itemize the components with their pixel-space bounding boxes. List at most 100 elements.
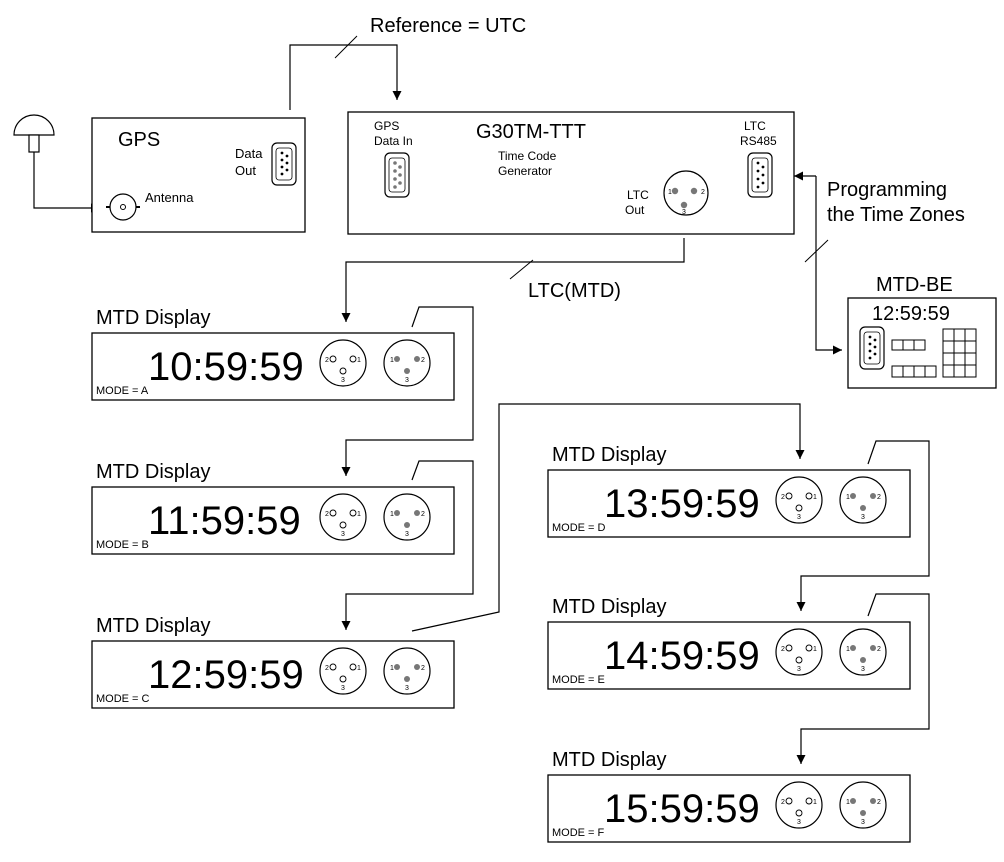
mtd-be-keypad-right [942, 328, 977, 378]
svg-text:2: 2 [877, 646, 881, 653]
mtd-display-mode: MODE = C [96, 693, 150, 705]
svg-text:1: 1 [813, 799, 817, 806]
svg-text:1: 1 [846, 799, 850, 806]
mtd-display-mode: MODE = B [96, 539, 149, 551]
svg-text:3: 3 [797, 819, 801, 826]
svg-text:2: 2 [325, 665, 329, 672]
gps-in-line2: Data In [374, 134, 413, 148]
mtd-be-title: MTD-BE [876, 274, 953, 296]
mtd-display-time: 10:59:59 [148, 345, 304, 389]
svg-text:3: 3 [405, 685, 409, 692]
rs485-db9-connector-icon [747, 152, 773, 198]
xlr-input-connector-icon: 1 2 3 [319, 647, 367, 695]
programming-wire [815, 176, 842, 355]
antenna-wire [33, 152, 100, 213]
antenna-icon [13, 114, 55, 153]
ltc-out-line1: LTC [627, 188, 649, 202]
svg-text:1: 1 [357, 511, 361, 518]
svg-text:1: 1 [668, 189, 672, 196]
ltc-wire [341, 238, 685, 322]
mtd-display-time: 12:59:59 [148, 653, 304, 697]
reference-wire [289, 44, 402, 110]
mtd-display-label: MTD Display [96, 461, 210, 483]
xlr-input-connector-icon: 1 2 3 [319, 339, 367, 387]
svg-text:1: 1 [390, 511, 394, 518]
svg-text:3: 3 [405, 531, 409, 538]
mtd-display-label: MTD Display [552, 596, 666, 618]
svg-text:3: 3 [341, 377, 345, 384]
svg-text:2: 2 [781, 646, 785, 653]
svg-text:3: 3 [861, 666, 865, 673]
programming-label-line2: the Time Zones [827, 204, 965, 226]
svg-text:3: 3 [797, 666, 801, 673]
svg-text:2: 2 [325, 511, 329, 518]
ltc-rs485-line2: RS485 [740, 134, 777, 148]
svg-text:1: 1 [357, 357, 361, 364]
programming-label-line1: Programming [827, 179, 947, 201]
svg-text:2: 2 [781, 494, 785, 501]
gps-data-out-line1: Data [235, 146, 263, 161]
svg-text:2: 2 [421, 665, 425, 672]
ltc-rs485-line1: LTC [744, 119, 766, 133]
mtd-display-label: MTD Display [96, 307, 210, 329]
svg-text:2: 2 [781, 799, 785, 806]
chain-wire-c-to-d [411, 403, 805, 632]
svg-text:1: 1 [390, 665, 394, 672]
svg-text:2: 2 [325, 357, 329, 364]
mtd-be-keypad-left [891, 339, 937, 378]
bnc-connector-icon [106, 193, 140, 221]
mtd-be-unit: MTD-BE 12:59:59 [847, 274, 997, 389]
svg-text:3: 3 [797, 514, 801, 521]
gps-in-line1: GPS [374, 119, 399, 133]
ltc-out-line2: Out [625, 203, 645, 217]
svg-text:2: 2 [877, 494, 881, 501]
mtd-be-db9-connector-icon [859, 326, 885, 370]
svg-text:1: 1 [846, 494, 850, 501]
xlr-output-connector-icon: 1 2 3 [383, 647, 431, 695]
gps-title: GPS [118, 129, 160, 151]
mtd-display-mode: MODE = E [552, 674, 605, 686]
xlr-input-connector-icon: 123 [775, 628, 823, 676]
xlr-output-connector-icon: 1 2 3 [383, 493, 431, 541]
mtd-display-label: MTD Display [96, 615, 210, 637]
generator-subtitle-line1: Time Code [498, 149, 557, 163]
generator-subtitle-line2: Generator [498, 164, 552, 178]
ltc-out-xlr-connector-icon: 1 2 3 [663, 170, 709, 216]
reference-wire-tick [334, 35, 358, 59]
svg-text:2: 2 [701, 189, 705, 196]
time-code-generator: G30TM-TTT Time Code Generator GPS Data I… [347, 111, 795, 235]
gps-in-db9-connector-icon [384, 152, 410, 198]
svg-text:3: 3 [341, 685, 345, 692]
mtd-display-mode: MODE = F [552, 827, 605, 839]
ltc-label: LTC(MTD) [528, 280, 621, 302]
ltc-wire-tick [509, 259, 534, 280]
xlr-input-connector-icon: 123 [319, 493, 367, 541]
xlr-output-connector-icon: 1 2 3 [839, 476, 887, 524]
svg-text:3: 3 [861, 514, 865, 521]
mtd-display-time: 14:59:59 [604, 634, 760, 678]
svg-text:1: 1 [846, 646, 850, 653]
chain-wire-b-to-c [341, 460, 474, 630]
reference-label: Reference = UTC [370, 15, 526, 37]
generator-title: G30TM-TTT [476, 121, 586, 143]
svg-text:1: 1 [813, 494, 817, 501]
xlr-input-connector-icon: 1 2 3 [775, 476, 823, 524]
svg-text:2: 2 [877, 799, 881, 806]
programming-wire-tick [804, 239, 829, 263]
mtd-display-label: MTD Display [552, 749, 666, 771]
svg-text:1: 1 [357, 665, 361, 672]
mtd-display-time: 15:59:59 [604, 787, 760, 831]
svg-text:2: 2 [421, 511, 425, 518]
mtd-display-time: 11:59:59 [148, 499, 301, 543]
gps-db9-connector-icon [271, 142, 297, 186]
gps-data-out-line2: Out [235, 163, 256, 178]
